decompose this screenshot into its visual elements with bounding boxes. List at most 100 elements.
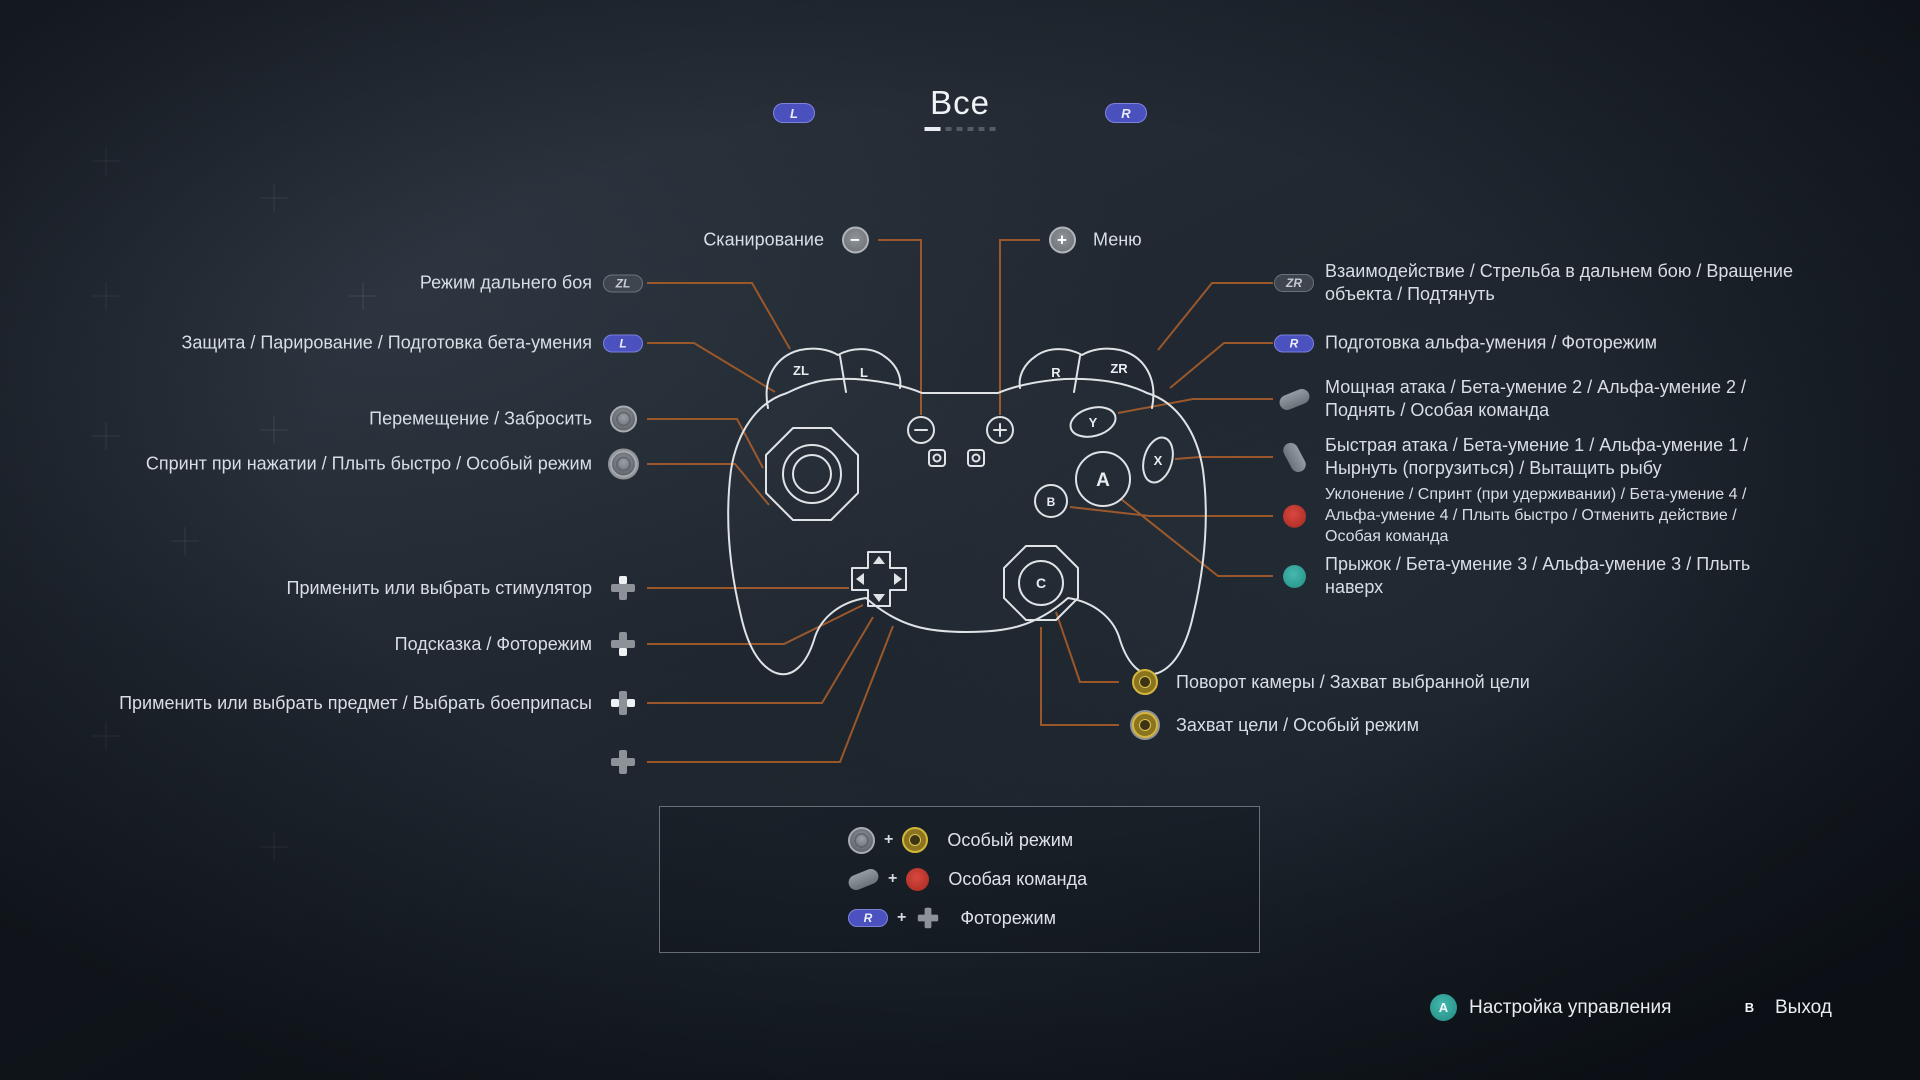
mapping-label: Режим дальнего боя bbox=[419, 272, 592, 293]
mapping-label: Подготовка альфа-умения / Фоторежим bbox=[1325, 332, 1658, 353]
mapping-row-x: Быстрая атака / Бета-умение 1 / Альфа-ум… bbox=[1272, 434, 1785, 480]
exit-label: Выход bbox=[1775, 996, 1832, 1018]
r-button-icon: R bbox=[848, 909, 888, 927]
c-letter: C bbox=[1036, 575, 1046, 591]
left-stick-icon bbox=[848, 826, 875, 854]
dpad-leftright-icon bbox=[610, 690, 636, 716]
mapping-label: Спринт при нажатии / Плыть быстро / Особ… bbox=[145, 453, 592, 474]
mapping-row-c-press: Захват цели / Особый режим bbox=[1123, 712, 1419, 738]
mapping-row-zl: Режим дальнего боя ZL bbox=[420, 273, 645, 294]
page-dot bbox=[967, 127, 974, 131]
shoulder-l-page-badge[interactable]: L bbox=[773, 103, 815, 123]
page-dot bbox=[924, 127, 941, 131]
combo-label: Фоторежим bbox=[960, 907, 1056, 928]
mapping-row-menu: + Меню bbox=[1040, 226, 1142, 254]
left-stick-icon bbox=[609, 405, 637, 433]
mapping-row-dpad-leftright: Применить или выбрать предмет / Выбрать … bbox=[119, 690, 645, 716]
dpad-up-icon bbox=[610, 575, 636, 601]
mapping-row-l: Защита / Парирование / Подготовка бета-у… bbox=[182, 333, 645, 354]
b-button-icon bbox=[906, 867, 930, 891]
a-letter: A bbox=[1096, 470, 1110, 491]
a-button-icon bbox=[1282, 564, 1306, 588]
controller-body bbox=[727, 377, 1207, 676]
mapping-row-zr: ZR Взаимодействие / Стрельба в дальнем б… bbox=[1272, 260, 1825, 306]
mapping-row-stick: Перемещение / Забросить bbox=[369, 405, 645, 433]
mapping-row-y: Мощная атака / Бета-умение 2 / Альфа-уме… bbox=[1272, 376, 1795, 422]
minus-button-icon: − bbox=[841, 226, 869, 254]
controls-settings-label: Настройка управления bbox=[1469, 996, 1672, 1018]
mapping-label: Защита / Парирование / Подготовка бета-у… bbox=[181, 332, 592, 353]
b-button-icon: B bbox=[1744, 1000, 1755, 1015]
plus-separator: + bbox=[897, 909, 907, 926]
dpad-icon bbox=[917, 907, 939, 929]
combo-row-special-mode: + Особый режим bbox=[848, 825, 1073, 855]
zl-letter: ZL bbox=[793, 363, 809, 378]
connector-c-move bbox=[1055, 611, 1119, 683]
page-title: Все bbox=[930, 84, 990, 121]
mapping-row-r: R Подготовка альфа-умения / Фоторежим bbox=[1272, 333, 1657, 354]
page-dot bbox=[989, 127, 996, 131]
zr-letter: ZR bbox=[1110, 361, 1128, 376]
y-button-icon bbox=[846, 866, 881, 892]
mapping-row-a: Прыжок / Бета-умение 3 / Альфа-умение 3 … bbox=[1272, 553, 1795, 599]
mapping-label: Захват цели / Особый режим bbox=[1176, 714, 1419, 735]
mapping-label: Применить или выбрать предмет / Выбрать … bbox=[119, 692, 592, 713]
c-stick-press-icon bbox=[1132, 712, 1158, 738]
dpad-icon bbox=[610, 749, 636, 775]
mapping-row-stick-press: Спринт при нажатии / Плыть быстро / Особ… bbox=[145, 450, 645, 478]
mapping-label: Применить или выбрать стимулятор bbox=[286, 577, 592, 598]
x-button-icon bbox=[1280, 439, 1308, 475]
dpad-down-icon bbox=[610, 631, 636, 657]
l-button-icon: L bbox=[603, 334, 643, 352]
l-letter: L bbox=[860, 365, 868, 380]
connector-zl bbox=[647, 282, 791, 350]
mapping-label: Сканирование bbox=[703, 229, 824, 250]
b-letter: B bbox=[1047, 495, 1056, 509]
mapping-label: Уклонение / Спринт (при удерживании) / Б… bbox=[1325, 485, 1747, 545]
x-letter: X bbox=[1154, 453, 1163, 468]
c-stick-icon bbox=[1132, 669, 1158, 695]
left-stick-press-icon bbox=[609, 450, 637, 478]
mapping-label: Подсказка / Фоторежим bbox=[394, 633, 592, 654]
connector-c-press bbox=[1040, 627, 1119, 726]
plus-button-icon: + bbox=[1048, 226, 1076, 254]
exit-button[interactable]: B Выход bbox=[1736, 994, 1832, 1021]
combo-label: Особая команда bbox=[948, 868, 1088, 889]
mapping-row-dpad-down: Подсказка / Фоторежим bbox=[395, 631, 645, 657]
connector-r bbox=[1169, 342, 1273, 389]
y-letter: Y bbox=[1089, 415, 1098, 430]
page-dot bbox=[956, 127, 963, 131]
plus-separator: + bbox=[888, 870, 898, 887]
mapping-label: Мощная атака / Бета-умение 2 / Альфа-уме… bbox=[1325, 376, 1747, 420]
mapping-label: Быстрая атака / Бета-умение 1 / Альфа-ум… bbox=[1325, 434, 1749, 478]
plus-separator: + bbox=[884, 831, 894, 848]
r-letter: R bbox=[1051, 365, 1061, 380]
mapping-label: Перемещение / Забросить bbox=[369, 408, 592, 429]
combo-row-photo-mode: R + Фоторежим bbox=[848, 903, 1056, 933]
page-dots bbox=[924, 127, 996, 131]
r-button-icon: R bbox=[1274, 334, 1314, 352]
shoulder-r-page-badge[interactable]: R bbox=[1105, 103, 1147, 123]
combo-row-special-command: + Особая команда bbox=[846, 864, 1088, 894]
mapping-row-dpad bbox=[601, 749, 645, 775]
page-dot bbox=[945, 127, 952, 131]
b-button-icon bbox=[1282, 504, 1306, 528]
c-stick-icon bbox=[902, 827, 929, 853]
a-button-icon: A bbox=[1430, 994, 1457, 1021]
zl-button-icon: ZL bbox=[603, 274, 643, 292]
mapping-label: Меню bbox=[1093, 229, 1142, 250]
controls-settings-button[interactable]: A Настройка управления bbox=[1430, 994, 1671, 1021]
mapping-row-b: Уклонение / Спринт (при удерживании) / Б… bbox=[1272, 485, 1785, 547]
connector-l bbox=[647, 342, 776, 393]
mapping-label: Прыжок / Бета-умение 3 / Альфа-умение 3 … bbox=[1325, 553, 1751, 597]
y-button-icon bbox=[1276, 386, 1312, 412]
mapping-row-dpad-up: Применить или выбрать стимулятор bbox=[287, 575, 645, 601]
mapping-label: Взаимодействие / Стрельба в дальнем бою … bbox=[1325, 260, 1793, 304]
mapping-row-scan: Сканирование − bbox=[703, 226, 877, 254]
controller-outline bbox=[727, 347, 1207, 676]
connector-zr bbox=[1157, 282, 1273, 351]
zr-button-icon: ZR bbox=[1274, 274, 1314, 292]
combo-label: Особый режим bbox=[947, 829, 1074, 850]
mapping-label: Поворот камеры / Захват выбранной цели bbox=[1176, 671, 1530, 692]
mapping-row-c-move: Поворот камеры / Захват выбранной цели bbox=[1123, 669, 1530, 695]
